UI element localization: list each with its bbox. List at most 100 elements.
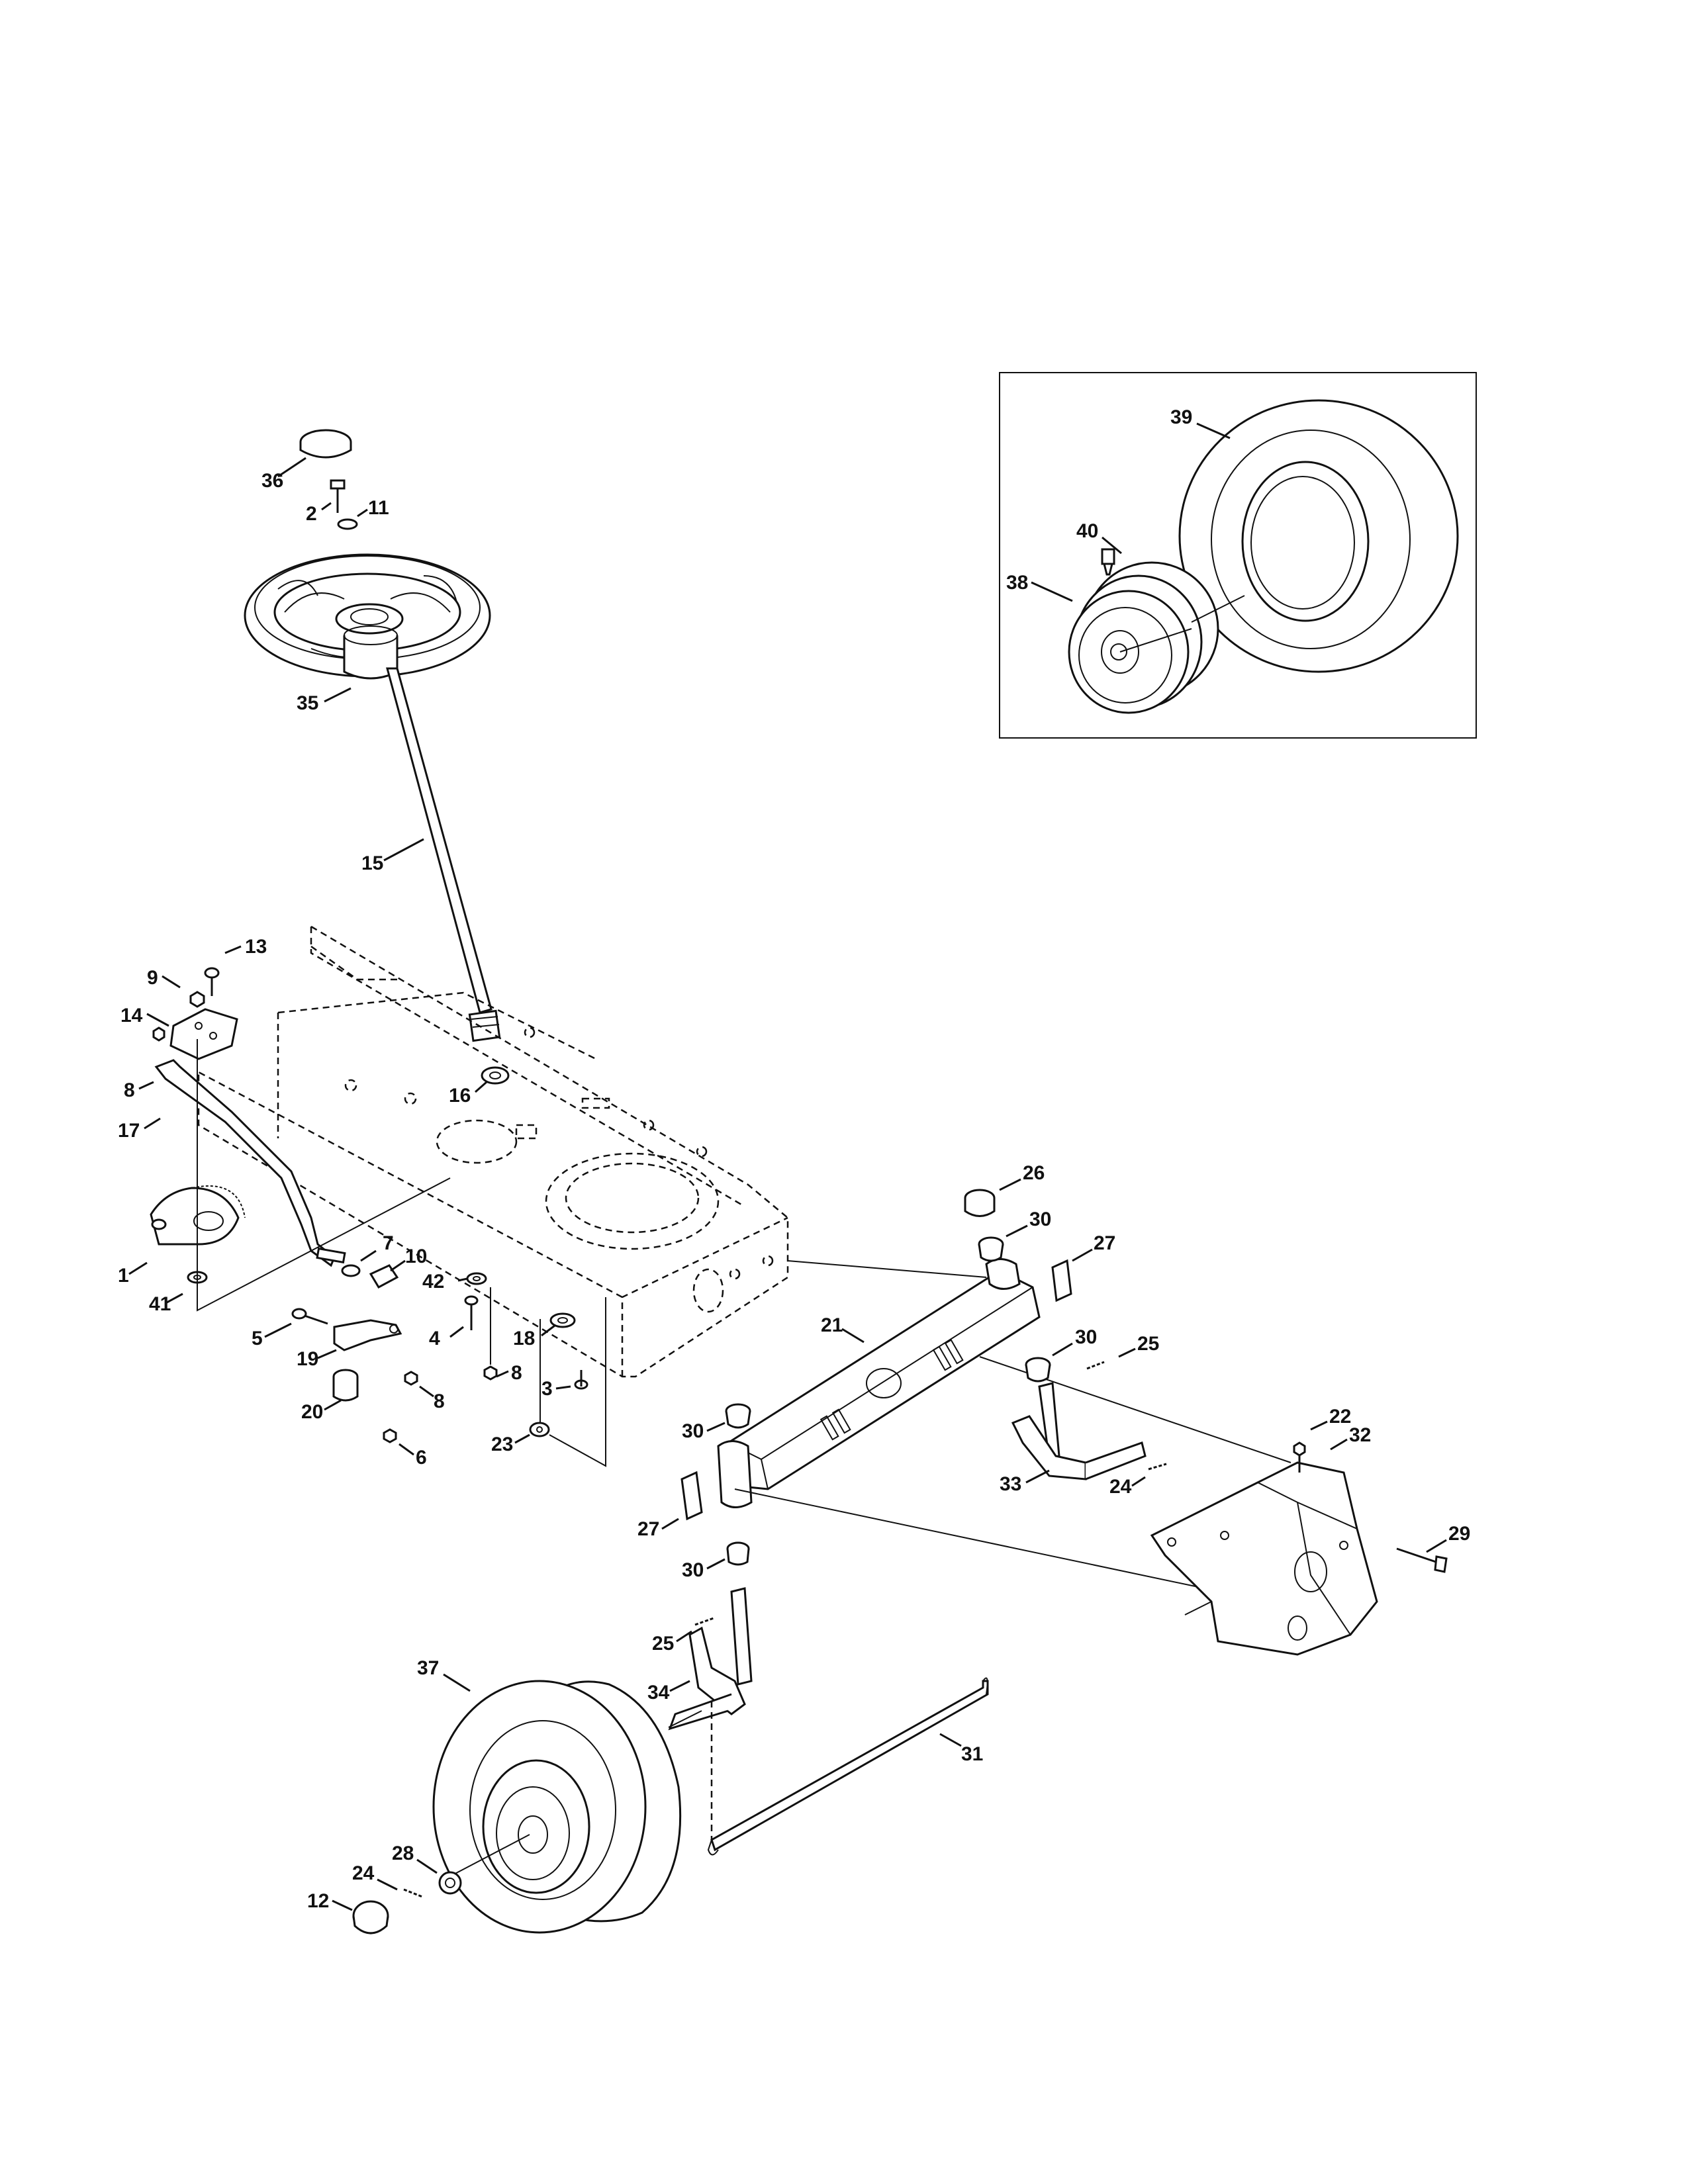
label-7: 7 (383, 1232, 394, 1254)
steering-sector-gear (150, 1185, 246, 1246)
label-18: 18 (513, 1328, 535, 1349)
bushing-30-mid-left (725, 1403, 751, 1429)
pin-25-upper (1086, 1361, 1105, 1370)
label-29: 29 (1448, 1523, 1470, 1545)
label-25-lower: 25 (652, 1633, 674, 1655)
spindle-33 (1011, 1382, 1147, 1480)
rim-38 (1068, 561, 1219, 714)
bolt-29 (1396, 1547, 1448, 1573)
nut-8-lower-mid (483, 1365, 498, 1381)
steering-cap-36 (299, 429, 352, 459)
spindle-34 (668, 1587, 753, 1731)
label-9: 9 (147, 967, 158, 989)
bushing-30-top (978, 1236, 1004, 1262)
steering-arm-19 (333, 1319, 402, 1351)
label-10: 10 (405, 1246, 427, 1267)
label-8-upper: 8 (124, 1079, 135, 1101)
bolt-13 (204, 967, 220, 996)
label-24-left: 24 (352, 1862, 375, 1884)
label-5: 5 (252, 1328, 263, 1349)
label-19: 19 (297, 1348, 318, 1370)
label-37: 37 (417, 1657, 439, 1679)
label-13: 13 (245, 936, 267, 958)
valve-stem-40 (1101, 548, 1115, 576)
tie-rod-31 (707, 1677, 989, 1856)
nut-8-lower-left (404, 1371, 418, 1386)
washer-28 (438, 1871, 462, 1895)
front-bracket-32 (1150, 1461, 1378, 1656)
washer-11 (337, 518, 358, 530)
label-11: 11 (368, 497, 389, 519)
label-16: 16 (449, 1085, 471, 1107)
front-axle-21 (717, 1258, 1041, 1508)
hub-cap-12 (352, 1900, 389, 1934)
label-24-right: 24 (1109, 1476, 1132, 1498)
label-1: 1 (118, 1265, 129, 1287)
label-39: 39 (1170, 406, 1192, 428)
sleeve-27-right (1051, 1259, 1072, 1302)
label-15: 15 (361, 852, 383, 874)
front-tire-37 (432, 1680, 682, 1934)
label-21: 21 (821, 1314, 843, 1336)
label-26: 26 (1023, 1162, 1045, 1184)
label-17: 17 (118, 1120, 140, 1142)
steering-shaft-15 (386, 667, 501, 1042)
label-20: 20 (301, 1401, 323, 1423)
bolt-2 (330, 479, 346, 513)
label-6: 6 (416, 1447, 427, 1469)
steering-wheel (244, 553, 491, 678)
pin-25-lower (694, 1617, 714, 1626)
part-number-labels: 36 2 11 35 15 9 13 14 8 17 16 1 41 7 10 … (118, 406, 1470, 1912)
bolt-4 (464, 1295, 479, 1330)
label-35: 35 (297, 692, 318, 714)
label-41: 41 (149, 1293, 171, 1315)
label-27-right: 27 (1094, 1232, 1115, 1254)
washer-23 (529, 1422, 550, 1437)
label-34: 34 (647, 1682, 670, 1704)
spacer-20 (332, 1369, 359, 1402)
label-36: 36 (261, 470, 283, 492)
tractor-frame (197, 925, 789, 1378)
ball-joint-10 (369, 1264, 399, 1289)
bushing-16 (481, 1066, 510, 1085)
label-38: 38 (1006, 572, 1028, 594)
label-42: 42 (422, 1271, 444, 1293)
washer-18 (549, 1312, 576, 1328)
cotter-pin-24-right (1148, 1463, 1167, 1471)
label-40: 40 (1076, 520, 1098, 542)
label-32: 32 (1349, 1424, 1371, 1446)
pin-3 (574, 1370, 588, 1390)
tire-39 (1178, 399, 1459, 673)
cotter-pin-24-left (403, 1888, 423, 1898)
bushing-30-bottom (726, 1541, 750, 1566)
sleeve-27-left (680, 1471, 703, 1521)
washer-42 (466, 1272, 487, 1285)
nut-8-upper (152, 1026, 165, 1042)
label-3: 3 (541, 1378, 553, 1400)
cap-26 (964, 1189, 996, 1217)
nut-6 (383, 1428, 397, 1443)
label-30-mid-right: 30 (1075, 1326, 1097, 1348)
label-8-mid: 8 (511, 1362, 522, 1384)
bushing-7 (341, 1264, 361, 1277)
bolt-22 (1293, 1441, 1306, 1473)
label-25-upper: 25 (1137, 1333, 1159, 1355)
label-27-left: 27 (637, 1518, 659, 1540)
label-30-bottom: 30 (682, 1559, 704, 1581)
label-2: 2 (306, 503, 317, 525)
nut-9 (189, 991, 205, 1008)
label-14: 14 (120, 1005, 143, 1026)
inset-rear-wheel-detail (999, 372, 1477, 739)
label-30-top: 30 (1029, 1208, 1051, 1230)
label-12: 12 (307, 1890, 329, 1912)
label-8-lower: 8 (434, 1390, 445, 1412)
label-23: 23 (491, 1433, 513, 1455)
label-28: 28 (392, 1843, 414, 1864)
bushing-30-mid-right (1025, 1357, 1051, 1383)
label-22: 22 (1329, 1406, 1351, 1428)
bolt-1 (151, 1218, 167, 1230)
label-4: 4 (429, 1328, 440, 1349)
label-31: 31 (961, 1743, 983, 1765)
plate-14 (169, 1008, 238, 1060)
